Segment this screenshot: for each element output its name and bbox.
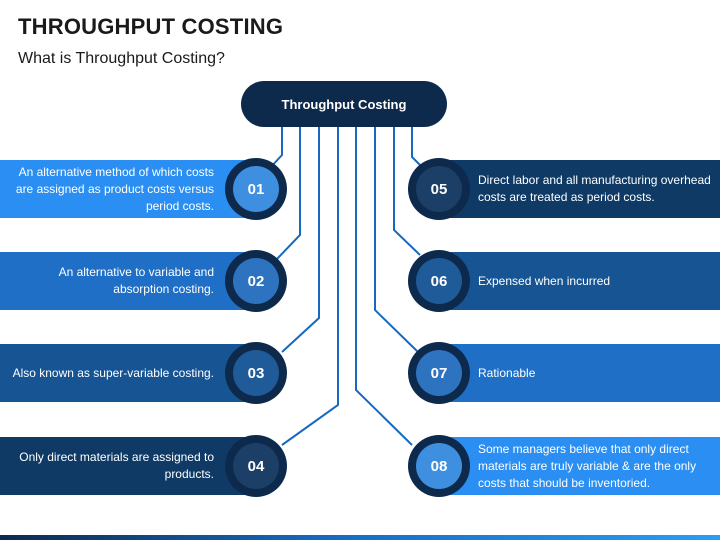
item-text-06: Expensed when incurred <box>478 273 611 288</box>
item-text-04: Only direct materials are assigned to pr… <box>19 450 214 481</box>
connector-02 <box>275 127 301 261</box>
hub-label: Throughput Costing <box>281 96 407 112</box>
item-badge-07: 07 <box>408 342 470 404</box>
item-badge-02: 02 <box>225 250 287 312</box>
item-badge-03: 03 <box>225 342 287 404</box>
item-number-07: 07 <box>430 364 448 382</box>
connector-06 <box>393 127 421 256</box>
item-number-02: 02 <box>247 272 265 290</box>
item-text-03: Also known as super-variable costing. <box>12 365 214 380</box>
item-text-07: Rationable <box>478 365 536 380</box>
hub-throughput-costing: Throughput Costing <box>241 81 447 127</box>
item-badge-01: 01 <box>225 158 287 220</box>
page-title: THROUGHPUT COSTING <box>18 14 284 39</box>
item-number-01: 01 <box>247 180 265 198</box>
item-number-04: 04 <box>247 457 265 475</box>
item-number-03: 03 <box>247 364 265 382</box>
item-badge-04: 04 <box>225 435 287 497</box>
item-box-05: Direct labor and all manufacturing overh… <box>432 160 720 218</box>
item-text-08: Some managers believe that only direct m… <box>478 441 697 490</box>
item-box-06: Expensed when incurred <box>432 252 720 310</box>
item-text-01: An alternative method of which costs are… <box>15 164 214 213</box>
page-subtitle: What is Throughput Costing? <box>18 50 225 67</box>
item-box-08: Some managers believe that only direct m… <box>432 437 720 495</box>
connector-04 <box>281 127 339 446</box>
item-number-05: 05 <box>430 180 448 198</box>
item-number-06: 06 <box>430 272 448 290</box>
item-badge-08: 08 <box>408 435 470 497</box>
item-box-01: An alternative method of which costs are… <box>0 160 262 218</box>
item-number-08: 08 <box>430 457 448 475</box>
item-box-02: An alternative to variable and absorptio… <box>0 252 262 310</box>
item-box-04: Only direct materials are assigned to pr… <box>0 437 262 495</box>
item-text-05: Direct labor and all manufacturing overh… <box>478 173 711 204</box>
item-text-02: An alternative to variable and absorptio… <box>58 265 214 296</box>
bottom-accent-bar <box>0 535 720 540</box>
item-badge-06: 06 <box>408 250 470 312</box>
item-box-07: Rationable <box>432 344 720 402</box>
connector-07 <box>374 127 419 353</box>
item-box-03: Also known as super-variable costing. <box>0 344 262 402</box>
connector-05 <box>411 127 421 166</box>
item-badge-05: 05 <box>408 158 470 220</box>
connector-08 <box>355 127 413 446</box>
connector-03 <box>281 127 320 353</box>
